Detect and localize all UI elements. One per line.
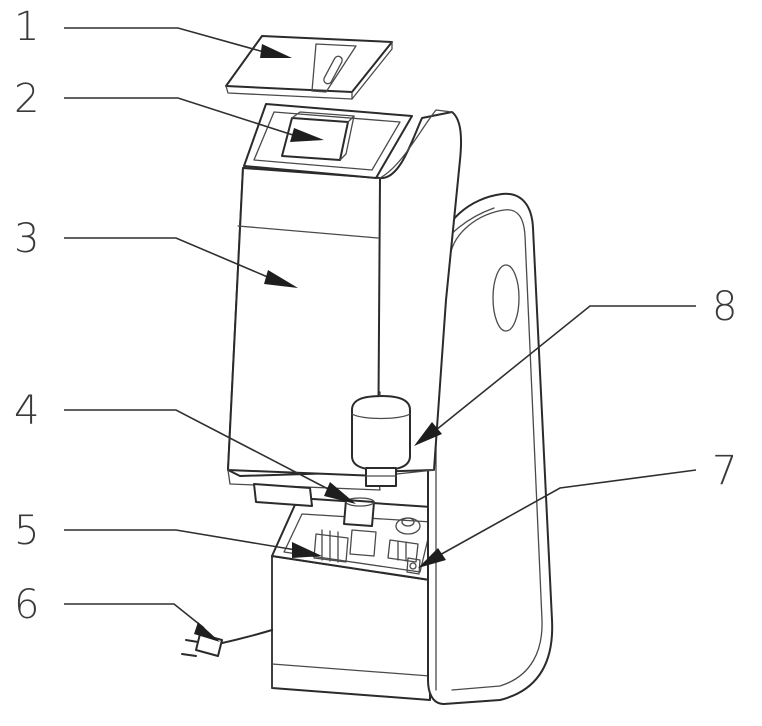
leader-1 (64, 27, 292, 58)
callout-label-5: 5 (14, 508, 39, 554)
leader-2 (64, 97, 324, 142)
callout-label-4: 4 (14, 388, 39, 434)
leader-8 (414, 305, 696, 446)
callout-label-2: 2 (14, 76, 39, 122)
callout-label-3: 3 (14, 216, 39, 262)
callout-label-7: 7 (712, 448, 737, 494)
callout-label-1: 1 (14, 4, 39, 50)
leader-7 (418, 469, 697, 568)
leader-6 (64, 603, 220, 642)
part-water-tank (227, 103, 462, 507)
leader-5 (64, 529, 322, 558)
part-side-housing (427, 192, 554, 705)
leader-4 (64, 409, 356, 504)
callout-label-8: 8 (712, 284, 737, 330)
part-base-body (271, 497, 447, 701)
part-lid (225, 35, 393, 100)
part-valve-bottle (351, 391, 411, 487)
leader-3 (64, 237, 298, 288)
callout-label-6: 6 (14, 582, 39, 628)
